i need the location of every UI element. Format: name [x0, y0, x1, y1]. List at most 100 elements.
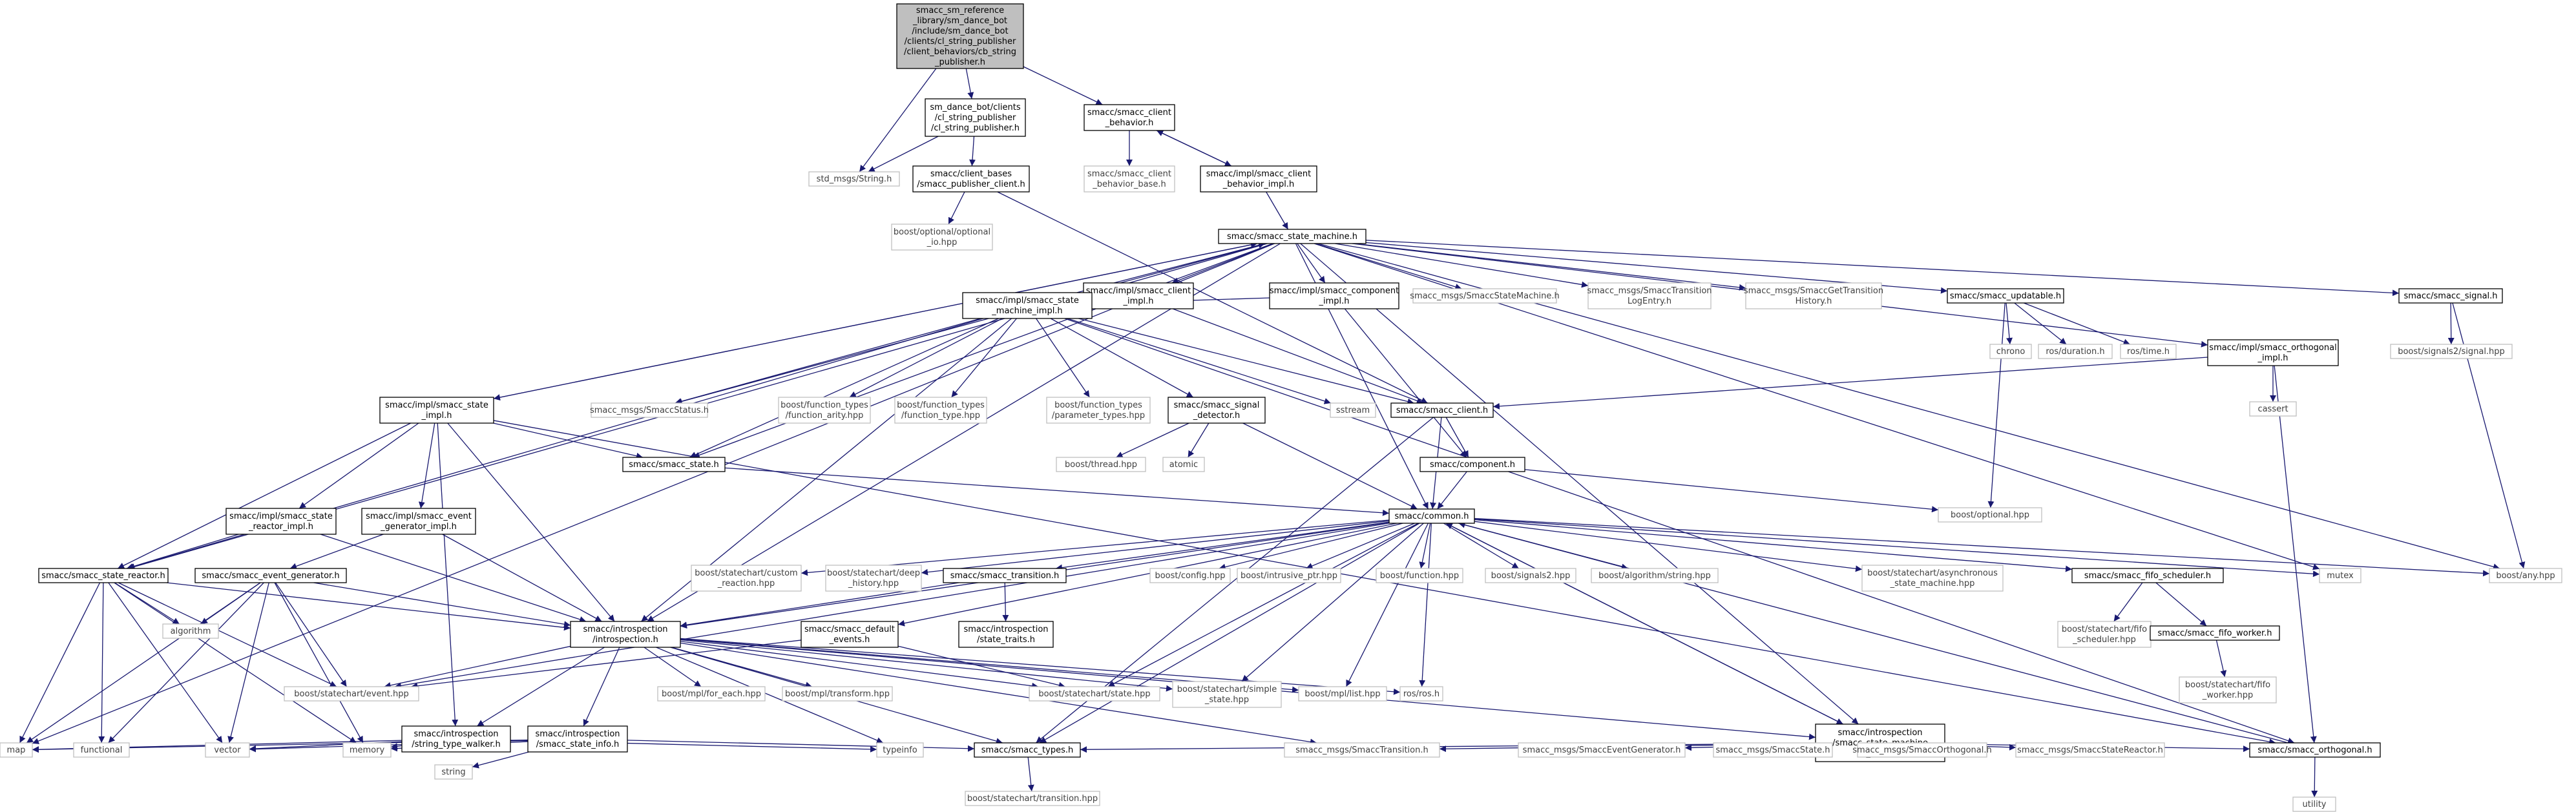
node-box-fifo_scheduler: [2071, 568, 2224, 583]
node-cl_string_publisher[interactable]: sm_dance_bot/clients/cl_string_publisher…: [925, 98, 1026, 137]
node-cassert: cassert: [2249, 401, 2297, 417]
node-fifo_scheduler[interactable]: smacc/smacc_fifo_scheduler.h: [2071, 568, 2224, 583]
node-label-string_type_walker-line-1: /string_type_walker.h: [412, 740, 501, 749]
node-smacc_client_impl[interactable]: smacc/impl/smacc_client_impl.h: [1083, 282, 1194, 309]
node-smacc_signal_detector[interactable]: smacc/smacc_signal_detector.h: [1168, 397, 1266, 424]
node-label-mpl_for_each-line-0: boost/mpl/for_each.hpp: [662, 689, 761, 699]
node-label-root-line-4: /client_behaviors/cb_string: [904, 47, 1016, 57]
node-box-sstream: [1330, 402, 1376, 418]
node-box-mpl_list: [1298, 686, 1387, 702]
node-label-boost_signals2-line-0: boost/signals2/signal.hpp: [2398, 347, 2505, 357]
node-utility: utility: [2292, 796, 2336, 812]
node-label-default_events-line-0: smacc/smacc_default: [804, 625, 895, 634]
dependency-edge-smacc_state-to-common: [724, 467, 1390, 516]
dependency-edge-cl_string_publisher-to-smacc_publisher_client: [969, 136, 976, 167]
node-label-smacc_state-line-0: smacc/smacc_state.h: [629, 460, 719, 470]
dependency-edge-smacc_client-to-component: [1445, 417, 1469, 458]
node-label-functional-line-0: functional: [81, 745, 123, 755]
dependency-edge-introspection-to-sc_event: [384, 645, 571, 689]
node-label-typeinfo-line-0: typeinfo: [883, 745, 917, 755]
node-box-smacc_updatable: [1947, 288, 2064, 304]
node-component[interactable]: smacc/component.h: [1419, 457, 1525, 472]
node-smacc_state_reactor[interactable]: smacc/smacc_state_reactor.h: [38, 568, 169, 583]
node-label-msgs_transition-line-0: smacc_msgs/SmaccTransition.h: [1295, 745, 1428, 755]
dependency-edge-cl_string_publisher-to-std_msgs_string: [868, 136, 939, 172]
node-box-component: [1419, 457, 1525, 472]
node-smacc_transition[interactable]: smacc/smacc_transition.h: [943, 568, 1067, 583]
node-root[interactable]: smacc_sm_reference_library/sm_dance_bot/…: [896, 3, 1024, 69]
node-label-sc_transition-line-0: boost/statechart/transition.hpp: [967, 794, 1098, 804]
dependency-edge-common-to-mutex: [1474, 518, 2320, 578]
node-sc_fifo_worker: boost/statechart/fifo_worker.hpp: [2179, 676, 2277, 703]
dependency-edge-event_generator_impl-to-smacc_event_generator: [289, 534, 384, 570]
node-label-default_events-line-1: _events.h: [829, 635, 870, 645]
dependency-edge-smacc_component_impl-to-component: [1344, 308, 1467, 458]
node-smacc_client_behavior_base: smacc/smacc_client_behavior_base.h: [1084, 165, 1175, 193]
node-box-cl_string_publisher: [925, 98, 1026, 137]
node-box-boost_algo_string: [1591, 568, 1719, 583]
node-smacc_orthogonal[interactable]: smacc/smacc_orthogonal.h: [2249, 742, 2381, 758]
dependency-edge-root-to-cl_string_publisher: [965, 68, 974, 99]
node-label-smacc_msgs_gth-line-1: History.h: [1796, 297, 1832, 306]
node-box-smacc_types: [974, 742, 1081, 758]
node-sc_state: boost/statechart/state.hpp: [1029, 686, 1160, 702]
node-smacc_state_machine[interactable]: smacc/smacc_state_machine.h: [1218, 229, 1367, 244]
node-smacc_event_generator[interactable]: smacc/smacc_event_generator.h: [194, 568, 347, 583]
node-box-memory: [342, 742, 392, 758]
node-typeinfo: typeinfo: [876, 742, 924, 758]
node-smacc_client[interactable]: smacc/smacc_client.h: [1390, 402, 1494, 418]
node-fifo_worker[interactable]: smacc/smacc_fifo_worker.h: [2150, 625, 2280, 641]
node-smacc_orthogonal_impl[interactable]: smacc/impl/smacc_orthogonal_impl.h: [2207, 339, 2339, 366]
node-label-introspection-line-0: smacc/introspection: [583, 625, 667, 634]
node-label-state_traits-line-0: smacc/introspection: [963, 625, 1048, 634]
node-smacc_publisher_client[interactable]: smacc/client_bases/smacc_publisher_clien…: [912, 165, 1030, 193]
node-smacc_client_behavior[interactable]: smacc/smacc_client_behavior.h: [1084, 104, 1175, 131]
dependency-edge-smacc_state_impl-to-smacc_state_machine: [493, 242, 1257, 399]
node-label-state_reactor_impl-line-0: smacc/impl/smacc_state: [229, 512, 333, 521]
node-state_traits[interactable]: smacc/introspection/state_traits.h: [958, 621, 1054, 648]
node-smacc_updatable[interactable]: smacc/smacc_updatable.h: [1947, 288, 2064, 304]
node-box-msgs_state: [1713, 742, 1833, 758]
dependency-edge-smacc_state_machine-to-smacc_state: [693, 243, 1273, 459]
node-common[interactable]: smacc/common.h: [1388, 508, 1475, 524]
node-smacc_state[interactable]: smacc/smacc_state.h: [622, 457, 726, 472]
node-ft_param: boost/function_types/parameter_types.hpp: [1046, 397, 1151, 424]
node-smacc_types[interactable]: smacc/smacc_types.h: [974, 742, 1081, 758]
node-string_type_walker[interactable]: smacc/introspection/string_type_walker.h: [401, 725, 511, 753]
node-box-msgs_state_reactor: [2015, 742, 2165, 758]
node-event_generator_impl[interactable]: smacc/impl/smacc_event_generator_impl.h: [361, 508, 476, 535]
node-label-boost_optional_io-line-1: _io.hpp: [927, 238, 958, 247]
node-box-smacc_client_impl: [1083, 282, 1194, 309]
node-introspection[interactable]: smacc/introspection/introspection.h: [570, 621, 681, 648]
node-label-boost_intrusive_ptr-line-0: boost/intrusive_ptr.hpp: [1241, 571, 1337, 581]
node-label-fifo_scheduler-line-0: smacc/smacc_fifo_scheduler.h: [2084, 571, 2211, 581]
node-box-smacc_component_impl: [1269, 282, 1399, 309]
node-label-smacc_publisher_client-line-1: /smacc_publisher_client.h: [917, 180, 1025, 189]
node-label-smacc_client-line-0: smacc/smacc_client.h: [1396, 406, 1488, 415]
node-smacc_state_info[interactable]: smacc/introspection/smacc_state_info.h: [527, 725, 628, 753]
node-label-smacc_event_generator-line-0: smacc/smacc_event_generator.h: [202, 571, 339, 581]
node-label-boost_signals2_hpp-line-0: boost/signals2.hpp: [1491, 571, 1571, 581]
node-smacc_signal[interactable]: smacc/smacc_signal.h: [2398, 288, 2503, 304]
node-box-smacc_client_behavior: [1084, 104, 1175, 131]
node-state_reactor_impl[interactable]: smacc/impl/smacc_state_reactor_impl.h: [225, 508, 337, 535]
node-default_events[interactable]: smacc/smacc_default_events.h: [801, 621, 899, 648]
node-smacc_state_machine_impl[interactable]: smacc/impl/smacc_state_machine_impl.h: [962, 292, 1093, 319]
node-box-state_reactor_impl: [225, 508, 337, 535]
node-box-default_events: [801, 621, 899, 648]
node-box-boost_intrusive_ptr: [1237, 568, 1341, 583]
node-label-cl_string_publisher-line-1: /cl_string_publisher: [935, 113, 1016, 123]
node-smacc_state_impl[interactable]: smacc/impl/smacc_state_impl.h: [379, 397, 494, 424]
dependency-edge-smacc_signal_detector-to-boost_thread: [1116, 422, 1189, 458]
dependency-edge-state_reactor_impl-to-smacc_state_reactor: [126, 534, 239, 570]
node-label-boost_any-line-0: boost/any.hpp: [2496, 571, 2555, 581]
dependency-edge-smacc_event_generator-to-introspection: [313, 582, 571, 628]
node-box-smacc_client: [1390, 402, 1494, 418]
node-label-sc_deep_history-line-1: _history.hpp: [848, 579, 899, 588]
node-smacc_client_behavior_impl[interactable]: smacc/impl/smacc_client_behavior_impl.h: [1200, 165, 1317, 193]
node-label-sstream-line-0: sstream: [1336, 406, 1370, 415]
node-label-smacc_client_behavior_base-line-0: smacc/smacc_client: [1087, 169, 1171, 179]
node-smacc_component_impl[interactable]: smacc/impl/smacc_component_impl.h: [1269, 282, 1399, 309]
node-label-smacc_orthogonal-line-0: smacc/smacc_orthogonal.h: [2257, 745, 2372, 755]
